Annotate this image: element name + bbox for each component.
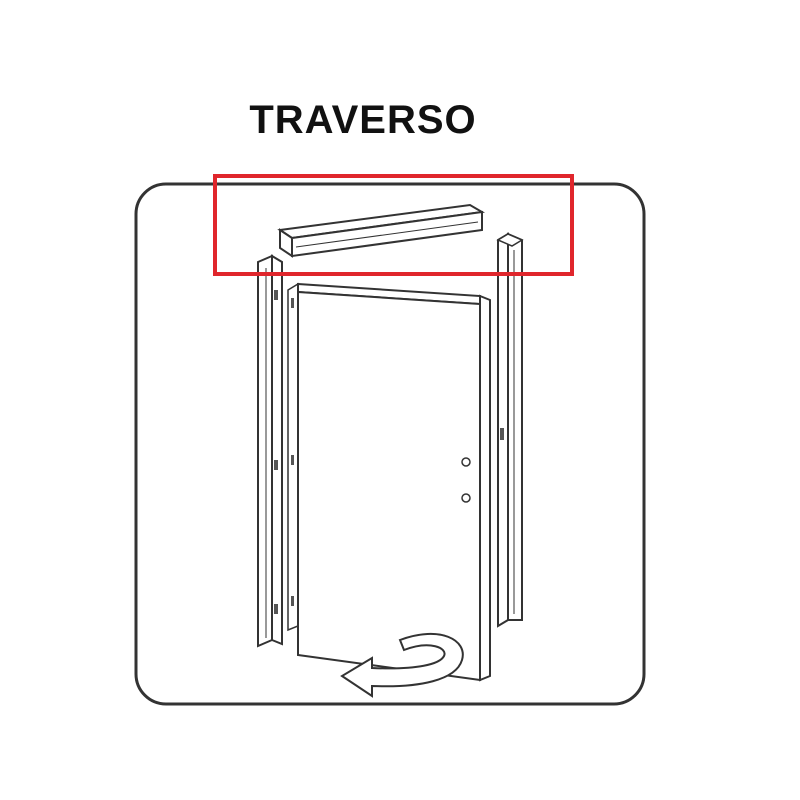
diagram-title: TRAVERSO	[249, 98, 477, 142]
door-lock	[461, 493, 471, 503]
diagram-frame	[134, 182, 646, 706]
left-jamb	[257, 254, 283, 648]
door-leaf	[297, 282, 491, 682]
top-crossbar	[277, 203, 486, 258]
right-jamb	[496, 232, 524, 628]
hinge-strip	[287, 282, 299, 632]
door-handle	[461, 457, 471, 467]
crossbar-highlight	[213, 174, 574, 276]
rotation-arrow	[340, 632, 464, 698]
